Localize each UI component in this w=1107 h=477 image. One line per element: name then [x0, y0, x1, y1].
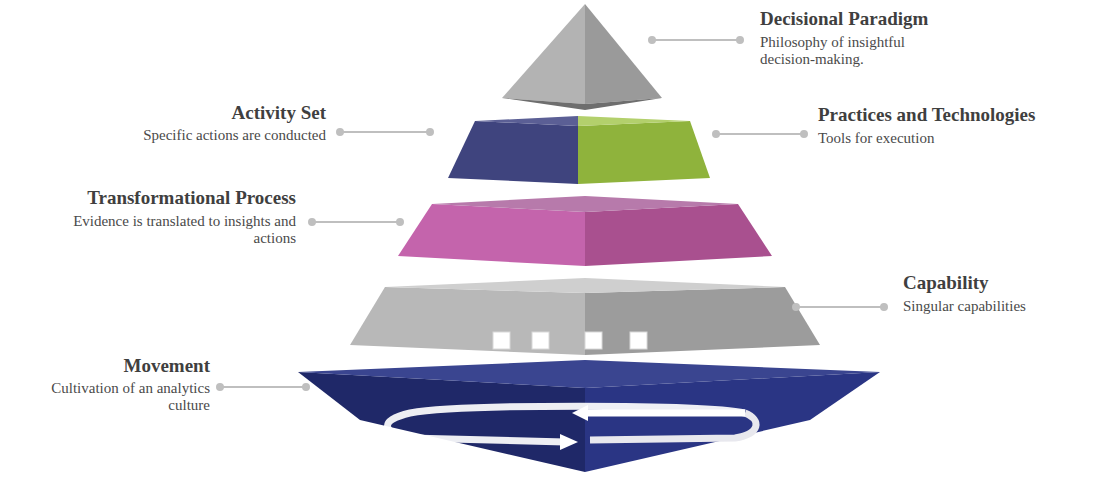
layer-description: Tools for execution	[818, 130, 1068, 147]
activity-left-face	[448, 121, 578, 184]
layer-heading: Practices and Technologies	[818, 104, 1035, 126]
capability-right-face	[585, 287, 820, 355]
capability-left-face	[350, 287, 585, 355]
movement-left-face	[298, 372, 585, 472]
capability-cubes	[493, 332, 647, 349]
layer-heading: Decisional Paradigm	[760, 8, 928, 30]
layer-heading: Movement	[10, 355, 210, 377]
layer-heading: Activity Set	[100, 102, 326, 124]
cycle-arrows	[388, 405, 757, 450]
capability-top-face	[385, 278, 785, 293]
layer-description: Cultivation of an analytics culture	[8, 380, 210, 415]
layer-description: Singular capabilities	[903, 298, 1093, 315]
layer-heading: Capability	[903, 272, 989, 294]
movement-top-face	[298, 360, 880, 388]
transformational-left-face	[398, 204, 585, 266]
decisional-left-face	[502, 4, 585, 104]
layer-description: Evidence is translated to insights and a…	[70, 213, 296, 248]
leader-lines	[217, 37, 887, 390]
movement-right-face	[585, 372, 880, 472]
layer-description: Specific actions are conducted	[60, 127, 326, 144]
activity-top-face	[475, 116, 578, 126]
layer-description: Philosophy of insightful decision-making…	[760, 34, 938, 69]
decisional-right-face	[585, 4, 662, 104]
layer-heading: Transformational Process	[20, 187, 296, 209]
practices-right-face	[578, 121, 710, 184]
transformational-top-face	[432, 196, 738, 212]
practices-top-face	[578, 116, 690, 126]
transformational-right-face	[585, 204, 772, 266]
decisional-base	[502, 98, 662, 110]
